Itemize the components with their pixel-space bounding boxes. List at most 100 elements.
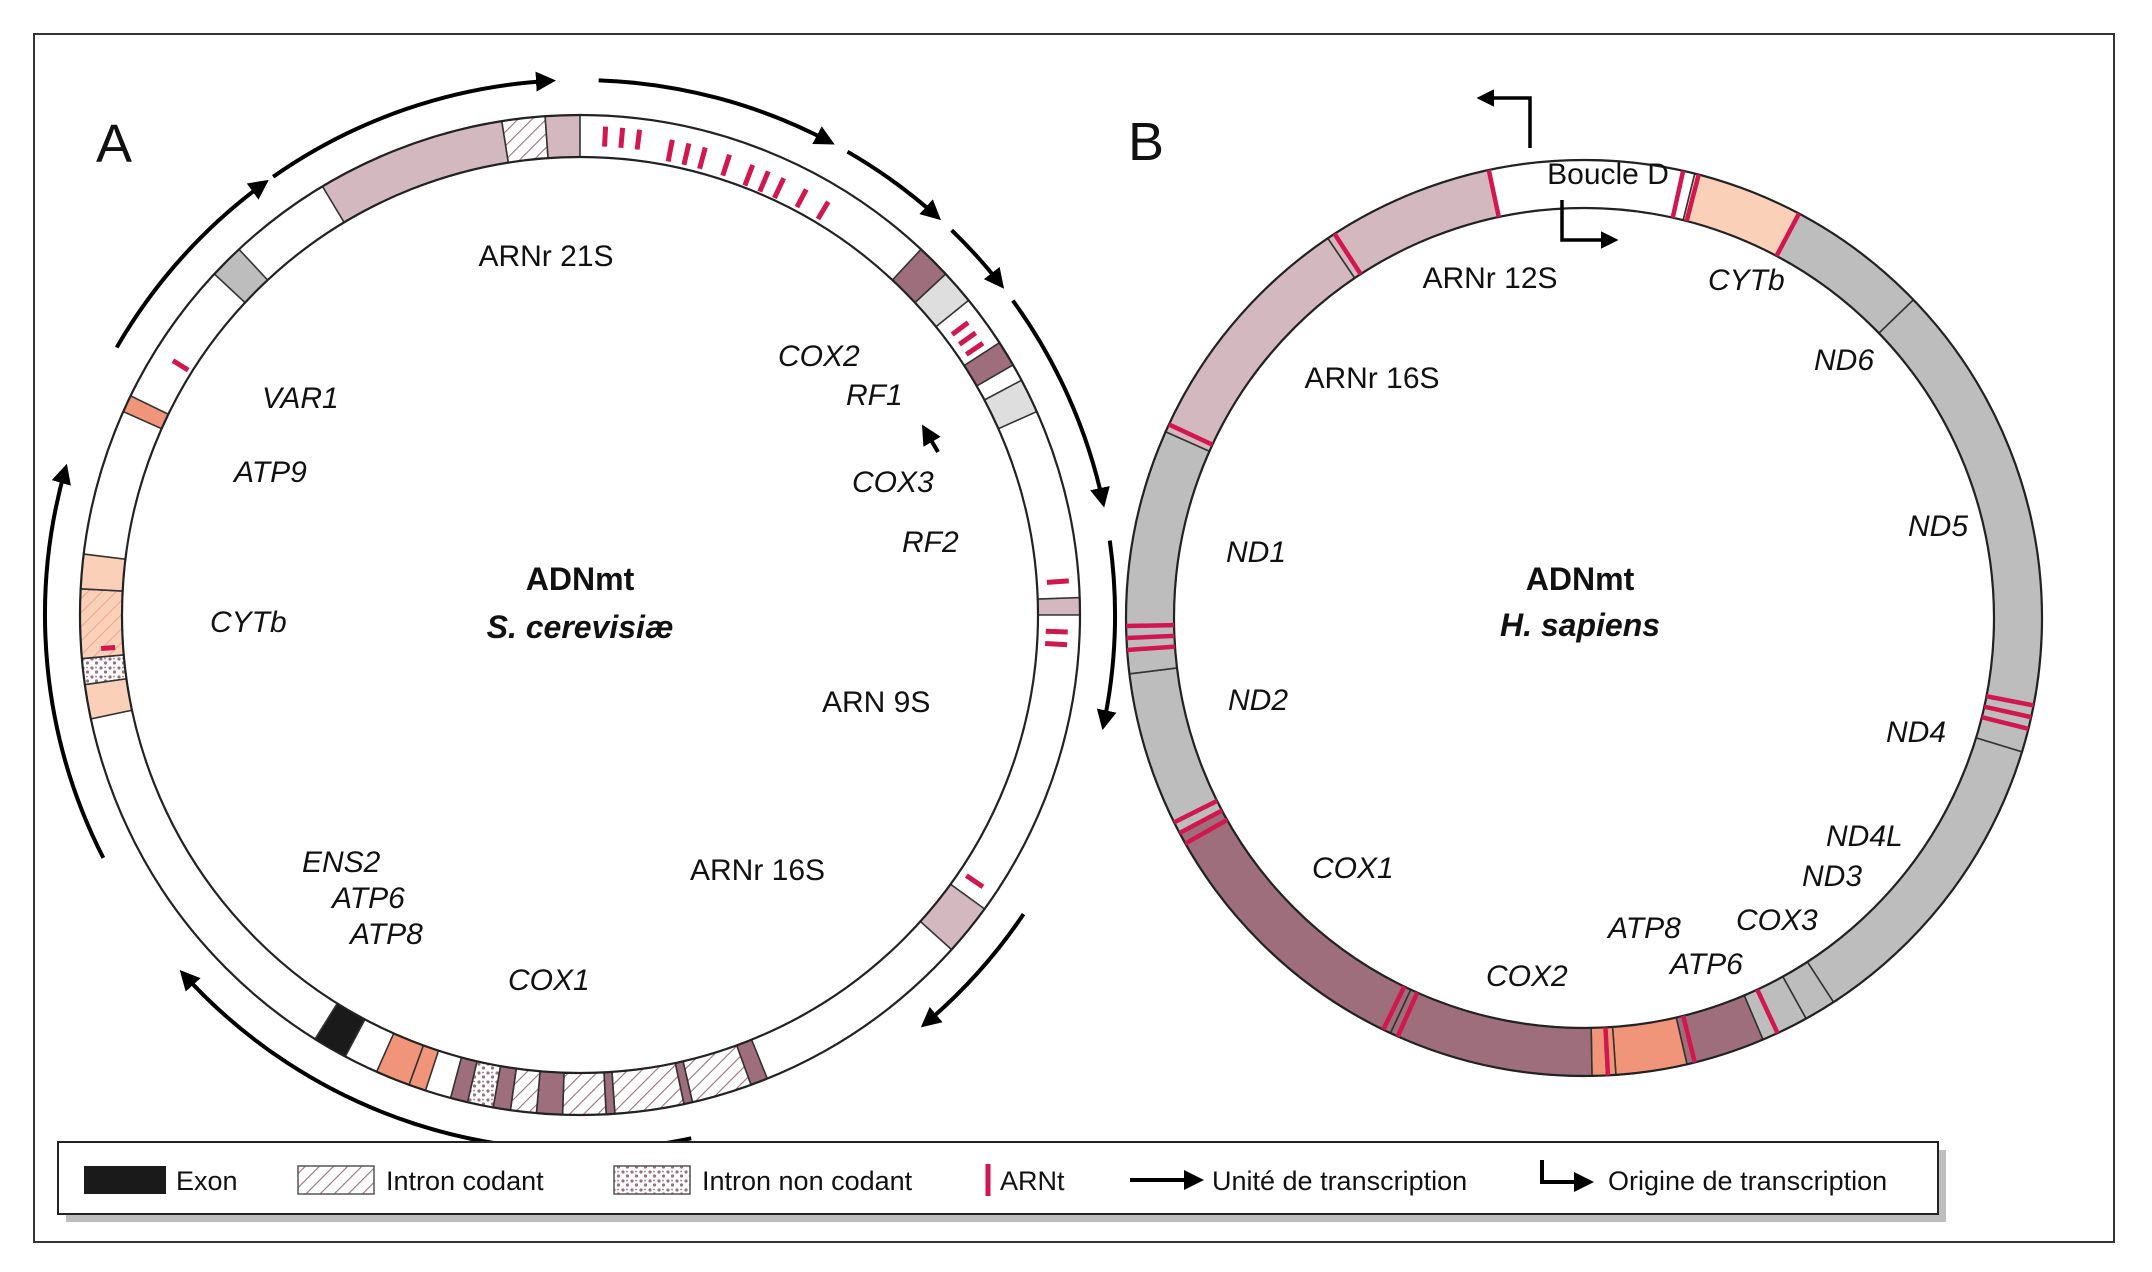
trna-a-1 — [618, 127, 626, 149]
label-a-rf1: RF1 — [846, 379, 903, 412]
ring-a-inner-edge — [120, 155, 1040, 1075]
label-b-cox2: COX2 — [1486, 960, 1568, 993]
seg-a-arn9s — [1036, 596, 1081, 616]
panel-a-ring — [78, 113, 1082, 1117]
legend-intron-codant-label: Intron codant — [386, 1166, 544, 1196]
seg-b-nd2 — [1128, 667, 1224, 835]
origin-arrow-up — [1476, 89, 1532, 148]
tx-a-7 — [920, 913, 1026, 1028]
trna-a-5 — [697, 146, 708, 170]
trna-a-7 — [742, 164, 756, 187]
legend-intron-non-codant-label: Intron non codant — [702, 1166, 913, 1196]
trna-b-9 — [1603, 1027, 1611, 1076]
trna-a-15 — [1046, 578, 1069, 585]
label-a-cox1: COX1 — [508, 964, 590, 997]
trna-b-16 — [1126, 633, 1175, 641]
label-b-nd4: ND4 — [1886, 716, 1946, 749]
seg-b-cox1 — [1178, 809, 1412, 1035]
trna-b-3 — [1774, 212, 1802, 258]
ring-b-inner-edge — [1172, 206, 1996, 1030]
seg-b-nd6 — [1775, 212, 1915, 335]
trna-b-8 — [1681, 1015, 1697, 1063]
tx-a-10 — [114, 179, 269, 349]
panel-b-letter: B — [1128, 112, 1164, 172]
panel-a: A ADNmt S. cerevisiæ ARNr 21S COX2 RF1 C… — [43, 71, 1117, 1153]
seg-b-arnr16s — [1164, 237, 1356, 453]
legend-unite-label: Unité de transcription — [1212, 1166, 1467, 1196]
trna-a-3 — [665, 139, 675, 162]
panel-b-trna-marks — [1126, 169, 2035, 1076]
label-a-ens2: ENS2 — [302, 846, 381, 879]
trna-a-16 — [1045, 628, 1068, 635]
label-b-cytb: CYTb — [1708, 264, 1785, 297]
trna-b-2 — [1684, 174, 1701, 222]
trna-a-19 — [100, 645, 116, 651]
label-a-arnr21s: ARNr 21S — [478, 240, 613, 273]
seg-a-arnr21s-exon2 — [544, 114, 581, 159]
trna-a-10 — [794, 188, 809, 209]
panel-b: Boucle D B ADNmt H. sapiens ARNr 12S ARN… — [1124, 89, 2044, 1078]
panel-b-title: ADNmt — [1526, 561, 1635, 597]
label-b-nd3: ND3 — [1802, 860, 1862, 893]
seg-a-cytb-intron1 — [81, 654, 128, 686]
trna-b-18 — [1167, 422, 1214, 447]
label-a-cox2: COX2 — [778, 340, 860, 373]
legend-trna-label: ARNt — [1000, 1166, 1065, 1196]
label-a-arnr16s: ARNr 16S — [690, 854, 825, 887]
label-b-nd2: ND2 — [1228, 684, 1288, 717]
trna-a-18 — [964, 873, 985, 889]
label-b-atp8: ATP8 — [1606, 912, 1681, 945]
trna-a-11 — [815, 200, 831, 221]
label-a-rf2: RF2 — [902, 526, 959, 559]
trna-b-6 — [1981, 715, 2029, 731]
label-b-cox1: COX1 — [1312, 852, 1394, 885]
figure-frame — [33, 33, 2115, 1243]
label-b-nd6: ND6 — [1814, 344, 1874, 377]
trna-b-7 — [1755, 988, 1780, 1035]
label-a-atp8: ATP8 — [348, 918, 423, 951]
label-b-nd1: ND1 — [1226, 536, 1286, 569]
trna-b-11 — [1381, 985, 1407, 1031]
trna-b-17 — [1126, 622, 1175, 629]
label-a-var1: VAR1 — [262, 382, 339, 415]
tx-a-9 — [43, 463, 106, 859]
panel-a-trna-marks — [100, 126, 1069, 889]
trna-a-4 — [681, 142, 692, 166]
tx-a-1 — [271, 71, 556, 179]
trna-b-0 — [1486, 169, 1501, 218]
trna-b-1 — [1670, 170, 1686, 219]
trna-a-13 — [957, 330, 978, 347]
trna-a-8 — [757, 170, 771, 193]
trna-b-10 — [1395, 991, 1420, 1038]
seg-b-atp8 — [1590, 1026, 1617, 1077]
legend-exon-label: Exon — [176, 1166, 238, 1196]
legend-intron-non-codant-swatch — [613, 1165, 691, 1195]
label-b-boucle-d: Boucle D — [1547, 158, 1669, 191]
legend-intron-codant-swatch — [297, 1165, 375, 1195]
label-b-nd5: ND5 — [1908, 510, 1968, 543]
label-b-nd4l: ND4L — [1826, 820, 1903, 853]
panel-b-subtitle: H. sapiens — [1500, 607, 1660, 643]
label-a-cox3: COX3 — [852, 466, 934, 499]
seg-a-arnr21s-intron — [500, 115, 549, 164]
label-b-arnr16s: ARNr 16S — [1304, 362, 1439, 395]
panel-a-letter: A — [96, 114, 132, 174]
trna-b-12 — [1184, 817, 1229, 846]
seg-a-cytb-exon2 — [79, 553, 127, 592]
trna-b-13 — [1178, 808, 1224, 836]
label-b-atp6: ATP6 — [1668, 948, 1743, 981]
label-a-cytb: CYTb — [210, 606, 287, 639]
label-a-atp9: ATP9 — [232, 456, 307, 489]
trna-b-14 — [1173, 798, 1219, 825]
trna-a-0 — [602, 126, 609, 147]
tx-a-6 — [1096, 540, 1117, 731]
label-a-arn9s: ARN 9S — [822, 686, 930, 719]
trna-a-2 — [634, 129, 643, 150]
trna-a-20 — [171, 358, 190, 373]
trna-b-4 — [1986, 694, 2035, 708]
seg-b-cox2 — [1389, 988, 1593, 1077]
trna-a-6 — [720, 153, 732, 177]
panel-a-subtitle: S. cerevisiæ — [487, 609, 674, 645]
label-b-arnr12s: ARNr 12S — [1422, 262, 1557, 295]
